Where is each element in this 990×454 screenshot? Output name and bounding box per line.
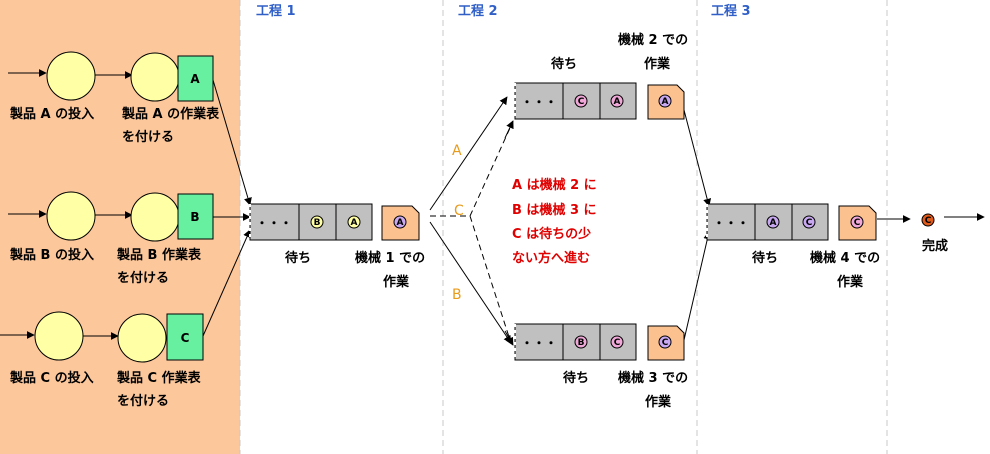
product-b-input-label: 製品 B の投入 <box>9 247 94 263</box>
branch-c-down-arrow <box>504 330 514 346</box>
machine3-work-card: C <box>647 325 685 361</box>
product-c-tag-circle <box>117 313 167 363</box>
machine2-queue-token-2 <box>610 94 624 108</box>
machine2-queue-token-1 <box>574 94 588 108</box>
stage3-queue-token-2 <box>802 215 816 229</box>
stage3-queue-token-1-letter: A <box>770 218 777 228</box>
product-a-tag-label-2: を付ける <box>122 129 174 145</box>
machine3-label-1: 機械 3 での <box>618 370 688 386</box>
branch-c-dashed <box>430 127 511 341</box>
output-token-letter: C <box>925 216 932 226</box>
stage1-wait-label: 待ち <box>284 250 311 266</box>
stage3-wait-label: 待ち <box>751 250 778 266</box>
machine2-work-card: A <box>647 84 685 120</box>
machine3-work-token-letter: C <box>662 338 669 348</box>
machine3-queue-dots: ・・・ <box>521 336 557 350</box>
product-a-tag-letter: A <box>190 72 200 86</box>
product-c-input-circle <box>34 311 84 361</box>
flow-a-to-stage1 <box>212 79 252 206</box>
stage3-work-card: C <box>838 205 877 241</box>
header-step1: 工程 1 <box>256 4 296 19</box>
stage1-work-token-letter: A <box>397 218 404 228</box>
product-c-tag-letter: C <box>181 331 190 345</box>
machine2-wait-label: 待ち <box>550 56 577 72</box>
stage1-machine-label-2: 作業 <box>383 274 410 290</box>
stage3-work-token-letter: C <box>854 218 861 228</box>
machine3-queue: ・・・ B C <box>514 323 637 361</box>
header-step3: 工程 3 <box>711 4 751 19</box>
stage3-machine-label-2: 作業 <box>837 274 864 290</box>
flow-machine2-to-stage3 <box>683 109 712 207</box>
stage1-queue-dots: ・・・ <box>256 216 292 230</box>
machine2-label-1: 機械 2 での <box>618 32 688 48</box>
stage3-queue: ・・・ A C <box>706 203 829 241</box>
machine2-queue-dots: ・・・ <box>521 95 557 109</box>
branch-c-up-arrow <box>504 120 514 139</box>
stage1-machine-label-1: 機械 1 での <box>355 250 425 266</box>
output-token <box>921 213 935 227</box>
machine3-queue-token-2-letter: C <box>614 338 621 348</box>
product-a-tag-circle <box>130 52 180 102</box>
flow-c-to-stage1 <box>202 229 251 337</box>
product-a-input-circle <box>46 51 96 101</box>
machine2-work-token-letter: A <box>662 97 669 107</box>
stage3-queue-token-2-letter: C <box>806 218 813 228</box>
input-row-c: C 製品 C の投入 製品 C 作業表 を付ける <box>0 311 204 409</box>
machine3-queue-token-1-letter: B <box>578 338 585 348</box>
stage1-queue-token-1 <box>310 215 324 229</box>
machine3-queue-token-2 <box>610 335 624 349</box>
product-a-tag-label-1: 製品 A の作業表 <box>121 106 220 122</box>
route-label-middle: C <box>454 203 464 219</box>
machine3-wait-label: 待ち <box>562 370 589 386</box>
machine2-queue-token-1-letter: C <box>578 97 585 107</box>
branch-to-machine2 <box>429 96 508 211</box>
route-label-top: A <box>452 143 462 159</box>
input-row-b: B 製品 B の投入 製品 B 作業表 を付ける <box>8 191 214 286</box>
rule-note-line-4: ない方へ進む <box>512 250 590 266</box>
product-c-input-label: 製品 C の投入 <box>9 370 94 386</box>
product-c-tag-card <box>166 313 204 361</box>
machine2-label-2: 作業 <box>644 56 671 72</box>
product-c-tag-label-2: を付ける <box>117 393 169 409</box>
product-b-tag-label-2: を付ける <box>117 270 169 286</box>
product-b-input-circle <box>46 191 96 241</box>
stage1-queue-token-2-letter: A <box>351 218 358 228</box>
product-a-input-label: 製品 A の投入 <box>9 106 94 122</box>
rule-note-line-1: A は機械 2 に <box>512 177 597 193</box>
branch-to-machine3 <box>429 221 512 344</box>
input-row-a: A 製品 A の投入 製品 A の作業表 を付ける <box>8 51 220 145</box>
product-b-tag-circle <box>130 192 180 242</box>
machine2-queue-token-2-letter: A <box>614 97 621 107</box>
machine2-queue: ・・・ C A <box>514 82 637 120</box>
stage3-queue-token-1 <box>766 215 780 229</box>
product-b-tag-label-1: 製品 B 作業表 <box>116 247 202 263</box>
flow-machine3-to-stage3 <box>683 231 712 341</box>
stage1-queue-token-1-letter: B <box>314 218 321 228</box>
route-label-bottom: B <box>452 287 462 303</box>
stage3-machine-label-1: 機械 4 での <box>810 250 880 266</box>
product-a-tag-card <box>177 55 214 102</box>
stage3-queue-dots: ・・・ <box>713 216 749 230</box>
product-c-tag-label-1: 製品 C 作業表 <box>116 370 202 386</box>
rule-note-line-2: B は機械 3 に <box>512 202 597 218</box>
stage1-work-card: A <box>381 205 420 241</box>
output-label: 完成 <box>922 238 948 254</box>
stage1-queue-token-2 <box>347 215 361 229</box>
product-b-tag-letter: B <box>190 210 199 224</box>
header-step2: 工程 2 <box>458 4 498 19</box>
rule-note-line-3: C は待ちの少 <box>512 226 591 242</box>
machine3-label-2: 作業 <box>645 394 672 410</box>
stage1-queue: ・・・ B A <box>249 203 373 241</box>
machine3-queue-token-1 <box>574 335 588 349</box>
